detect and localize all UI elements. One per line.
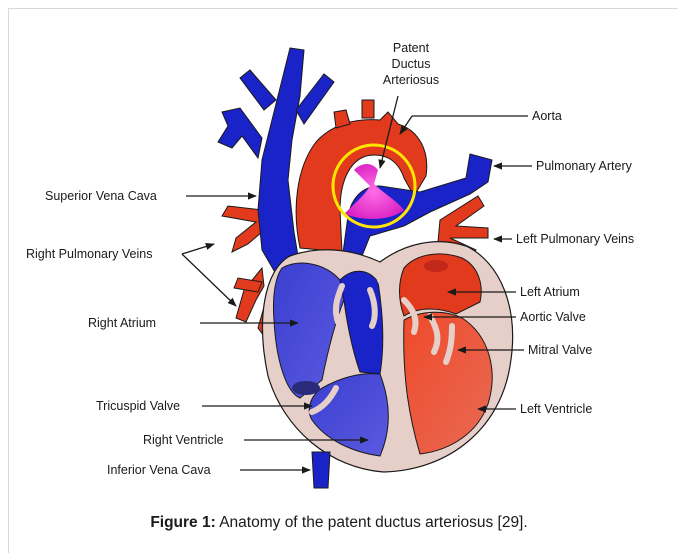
label-aortic-valve: Aortic Valve xyxy=(520,310,586,324)
left-ventricle xyxy=(404,312,492,454)
label-arteriosus: Arteriosus xyxy=(383,73,439,87)
label-inferior-vena-cava: Inferior Vena Cava xyxy=(107,463,211,477)
label-right-ventricle: Right Ventricle xyxy=(143,433,224,447)
caption-figure-number: Figure 1: xyxy=(150,514,215,531)
label-left-atrium: Left Atrium xyxy=(520,285,580,299)
label-left-pulmonary-veins: Left Pulmonary Veins xyxy=(516,232,634,246)
label-pulmonary-artery: Pulmonary Artery xyxy=(536,159,633,173)
inferior-vena-cava xyxy=(312,452,330,488)
label-left-ventricle: Left Ventricle xyxy=(520,402,592,416)
figure-caption: Figure 1: Anatomy of the patent ductus a… xyxy=(0,514,678,532)
label-aorta: Aorta xyxy=(532,109,562,123)
label-ductus: Ductus xyxy=(392,57,431,71)
label-right-atrium: Right Atrium xyxy=(88,316,156,330)
caption-text: Anatomy of the patent ductus arteriosus … xyxy=(216,514,528,531)
label-superior-vena-cava: Superior Vena Cava xyxy=(45,189,157,203)
label-patent: Patent xyxy=(393,41,430,55)
label-tricuspid-valve: Tricuspid Valve xyxy=(96,399,180,413)
label-right-pulmonary-veins: Right Pulmonary Veins xyxy=(26,247,152,261)
label-mitral-valve: Mitral Valve xyxy=(528,343,592,357)
heart-diagram: Patent Ductus Arteriosus Aorta Pulmonary… xyxy=(0,0,678,510)
